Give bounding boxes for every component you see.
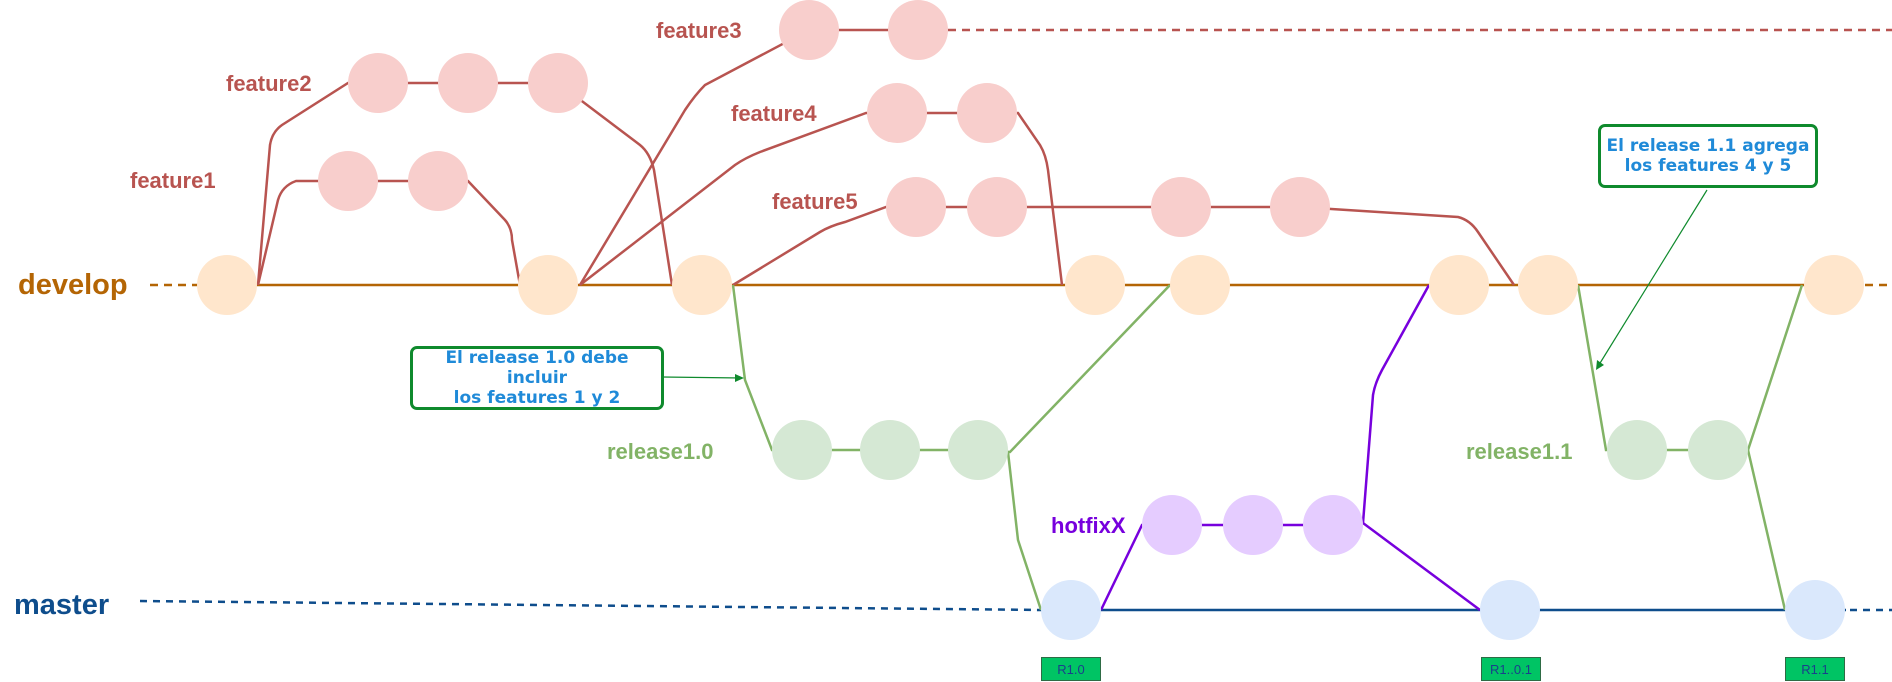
develop-commit-3 bbox=[672, 255, 732, 315]
feature2-commit-3 bbox=[528, 53, 588, 113]
note-release10: El release 1.0 debe incluir los features… bbox=[410, 346, 664, 410]
release10-commit-1 bbox=[772, 420, 832, 480]
release10-commit-3 bbox=[948, 420, 1008, 480]
label-feature3: feature3 bbox=[656, 18, 742, 43]
develop-commit-2 bbox=[518, 255, 578, 315]
label-release11: release1.1 bbox=[1466, 439, 1573, 464]
feature3-commit-2 bbox=[888, 0, 948, 60]
feature5-commit-1 bbox=[886, 177, 946, 237]
tag-r10: R1.0 bbox=[1041, 657, 1101, 681]
master-commit-3 bbox=[1785, 580, 1845, 640]
develop-commit-5 bbox=[1170, 255, 1230, 315]
note-release11: El release 1.1 agrega los features 4 y 5 bbox=[1598, 124, 1818, 188]
release11-to-master bbox=[1746, 449, 1787, 611]
feature2-commit-1 bbox=[348, 53, 408, 113]
note-release10-line1: El release 1.0 debe incluir bbox=[445, 348, 629, 388]
note-release11-line1: El release 1.1 agrega bbox=[1606, 136, 1810, 156]
hotfix-to-develop bbox=[1361, 284, 1431, 524]
release11-line bbox=[1576, 284, 1804, 452]
hotfix-commit-3 bbox=[1303, 495, 1363, 555]
label-feature1: feature1 bbox=[130, 168, 216, 193]
develop-commit-7 bbox=[1518, 255, 1578, 315]
release10-commit-2 bbox=[860, 420, 920, 480]
feature4-line bbox=[579, 111, 1064, 286]
feature5-commit-2 bbox=[967, 177, 1027, 237]
master-dashed-left bbox=[139, 599, 1044, 612]
label-feature2: feature2 bbox=[226, 71, 312, 96]
hotfix-commit-2 bbox=[1223, 495, 1283, 555]
feature1-commit-1 bbox=[318, 151, 378, 211]
label-feature4: feature4 bbox=[731, 101, 817, 126]
master-commit-1 bbox=[1041, 580, 1101, 640]
develop-commit-8 bbox=[1804, 255, 1864, 315]
develop-commit-1 bbox=[197, 255, 257, 315]
note-release10-arrow bbox=[661, 376, 743, 379]
release10-to-master bbox=[1006, 451, 1043, 611]
note-release11-line2: los features 4 y 5 bbox=[1624, 156, 1792, 176]
hotfix-commit-1 bbox=[1142, 495, 1202, 555]
tag-r11: R1.1 bbox=[1785, 657, 1845, 681]
note-release11-arrow bbox=[1596, 189, 1708, 369]
feature3-line bbox=[578, 28, 918, 286]
develop-commit-4 bbox=[1065, 255, 1125, 315]
feature4-commit-1 bbox=[867, 83, 927, 143]
label-master: master bbox=[14, 589, 110, 621]
feature5-commit-3 bbox=[1151, 177, 1211, 237]
note-release10-line2: los features 1 y 2 bbox=[453, 388, 621, 408]
feature2-commit-2 bbox=[438, 53, 498, 113]
label-hotfix: hotfixX bbox=[1051, 513, 1126, 538]
feature1-commit-2 bbox=[408, 151, 468, 211]
label-develop: develop bbox=[18, 269, 128, 301]
develop-commit-6 bbox=[1429, 255, 1489, 315]
tag-r101: R1..0.1 bbox=[1481, 657, 1541, 681]
release11-commit-2 bbox=[1688, 420, 1748, 480]
release11-commit-1 bbox=[1607, 420, 1667, 480]
master-commit-2 bbox=[1480, 580, 1540, 640]
label-feature5: feature5 bbox=[772, 189, 858, 214]
feature3-commit-1 bbox=[779, 0, 839, 60]
feature4-commit-2 bbox=[957, 83, 1017, 143]
label-release10: release1.0 bbox=[607, 439, 714, 464]
feature1-line bbox=[256, 179, 522, 286]
feature5-line bbox=[732, 205, 1516, 287]
feature5-commit-4 bbox=[1270, 177, 1330, 237]
